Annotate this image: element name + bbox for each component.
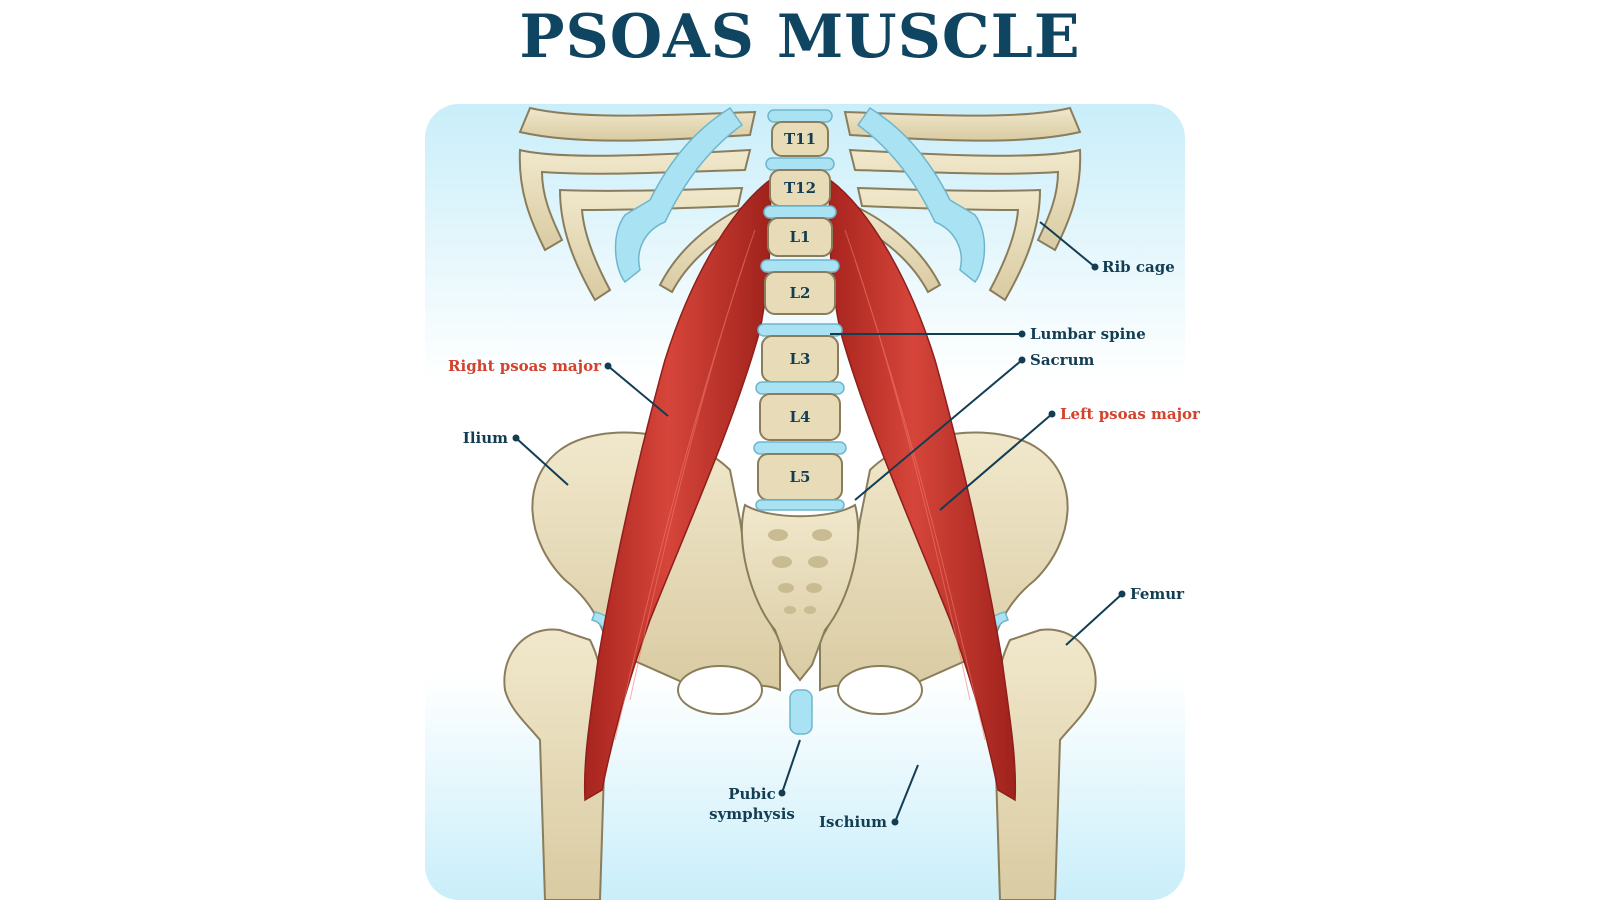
vertebra-label-l4: L4 [790,408,811,426]
label-left-psoas-major: Left psoas major [1060,405,1201,423]
leader-lines [515,221,1123,823]
leader-right-psoas-major [607,365,669,417]
vertebra-label-l1: L1 [790,228,811,246]
intervertebral-disc-l5 [753,441,847,455]
leader-ilium [515,437,569,486]
leader-dots [512,263,1126,826]
label-pubic-symphysis-line2: symphysis [709,805,795,823]
femurs [503,628,1097,900]
intervertebral-disc-l4 [755,381,845,395]
label-femur: Femur [1130,585,1185,603]
leader-femur [1065,593,1123,646]
vertebra-label-l3: L3 [790,350,811,368]
vertebra-label-l5: L5 [790,468,811,486]
label-lumbar-spine: Lumbar spine [1030,325,1146,343]
leader-ischium [894,764,919,823]
label-pubic-symphysis-line1: Pubic [728,785,776,803]
right-psoas-major-shape [583,178,772,802]
vertebra-t11 [771,121,829,157]
intervertebral-disc-t12 [765,157,835,171]
obturator-foramen-right [677,665,763,715]
vertebra-l4 [759,393,841,441]
leader-rib-cage [1039,221,1096,268]
intervertebral-disc-l3 [757,323,843,337]
vertebra-label-t12: T12 [784,179,816,197]
vertebra-label-l2: L2 [790,284,811,302]
label-ilium: Ilium [463,429,508,447]
obturator-foramen-left [837,665,923,715]
costal-cartilage [614,106,986,284]
leader-sacrum [854,359,1023,501]
label-ischium: Ischium [819,813,887,831]
intervertebral-disc-t11 [767,109,833,123]
diagram-title: PSOAS MUSCLE [519,2,1081,72]
leader-pubic-symphysis [781,739,801,794]
intervertebral-disc-l1 [763,205,837,219]
intervertebral-disc-l5-s1 [755,499,845,511]
label-rib-cage: Rib cage [1102,258,1175,276]
intervertebral-disc-l2 [760,259,840,273]
label-right-psoas-major: Right psoas major [448,357,602,375]
vertebra-l1 [767,217,833,257]
pubic-symphysis [789,689,813,735]
vertebra-label-t11: T11 [784,130,816,148]
vertebra-l2 [764,271,836,315]
sacrum [740,503,860,682]
leader-left-psoas-major [939,413,1053,511]
label-sacrum: Sacrum [1030,351,1094,369]
